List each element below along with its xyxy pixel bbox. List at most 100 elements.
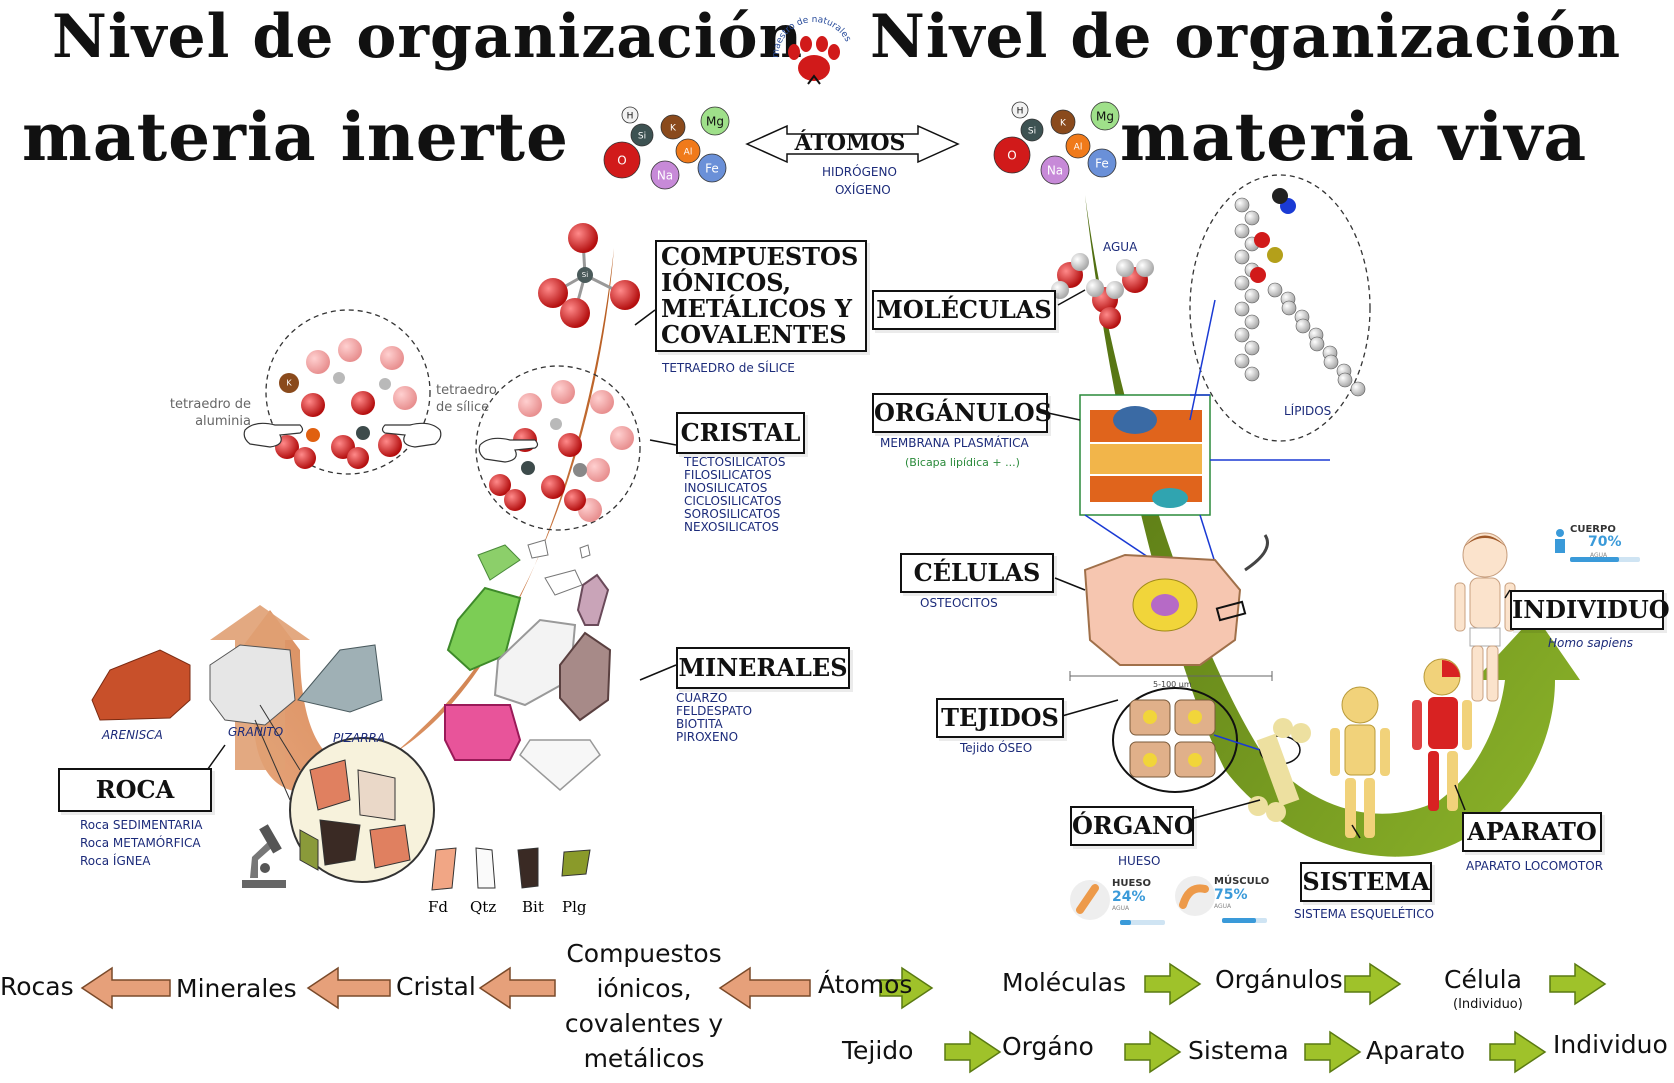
svg-text:K: K bbox=[286, 379, 292, 388]
compuestos-sub: TETRAEDRO de SÍLICE bbox=[662, 361, 795, 375]
water-stat-name: HUESO bbox=[1112, 878, 1152, 889]
cristal-sub-item: FILOSILICATOS bbox=[684, 468, 772, 482]
roca-box: ROCA bbox=[58, 768, 212, 812]
shape-bit bbox=[517, 847, 539, 889]
atom-symbol: O bbox=[617, 154, 626, 168]
lipid-atom bbox=[1350, 381, 1366, 397]
muscle-water-icon bbox=[1175, 876, 1267, 923]
cristal-sub-list: TECTOSILICATOS FILOSILICATOS INOSILICATO… bbox=[684, 456, 786, 534]
microscope-icon bbox=[242, 824, 286, 888]
flow-compuestos-line: iónicos, bbox=[596, 974, 692, 1003]
atom-symbol: Al bbox=[684, 148, 693, 158]
agua-label: AGUA bbox=[1103, 240, 1138, 254]
compuestos-label: COMPUESTOS IÓNICOS, METÁLICOS Y COVALENT… bbox=[661, 242, 859, 349]
aparato-sub: APARATO LOCOMOTOR bbox=[1466, 859, 1604, 873]
boy-figure bbox=[1454, 532, 1516, 702]
living-arrow bbox=[1085, 195, 1580, 857]
water-stat-value: 24% bbox=[1112, 889, 1146, 905]
atom-na: Na bbox=[650, 160, 680, 190]
atom-o: O bbox=[603, 141, 641, 179]
atomos-sub-oxigeno: OXÍGENO bbox=[835, 183, 891, 197]
flow-atomos: Átomos bbox=[818, 970, 913, 999]
cristal-sub-item: INOSILICATOS bbox=[684, 481, 768, 495]
flow-compuestos-line: covalentes y bbox=[564, 1009, 724, 1038]
organulos-sub2: (Bicapa lipídica + ...) bbox=[905, 456, 1020, 469]
flow-compuestos-line: metálicos bbox=[583, 1044, 705, 1073]
roca-sub-item: Roca ÍGNEA bbox=[80, 854, 151, 868]
organo-sub: HUESO bbox=[1118, 854, 1161, 868]
celulas-sub: OSTEOCITOS bbox=[920, 596, 998, 610]
shape-plg bbox=[561, 849, 591, 877]
bottom-arrows-inert bbox=[80, 966, 811, 1010]
water-stat-value: 75% bbox=[1214, 887, 1248, 903]
atom-al: Al bbox=[1065, 133, 1091, 159]
atom-k: K bbox=[660, 114, 686, 140]
lipid-atom bbox=[1244, 314, 1260, 330]
lipid-atom bbox=[1234, 275, 1250, 291]
minerales-sub-list: CUARZO FELDESPATO BIOTITA PIROXENO bbox=[676, 692, 752, 744]
cristal-sub-item: SOROSILICATOS bbox=[684, 507, 781, 521]
lipid-atom bbox=[1234, 327, 1250, 343]
lipid-atom bbox=[1295, 318, 1311, 334]
atom-symbol: H bbox=[627, 112, 634, 122]
lipid-atom bbox=[1234, 223, 1250, 239]
rock-arenisca bbox=[91, 649, 191, 721]
atom-symbol: Si bbox=[638, 132, 646, 142]
flow-sistema: Sistema bbox=[1188, 1036, 1289, 1065]
lipid-head-atom bbox=[1254, 232, 1270, 248]
svg-text:Si: Si bbox=[582, 271, 588, 279]
sistema-sub: SISTEMA ESQUELÉTICO bbox=[1294, 907, 1435, 921]
lipid-head-atom bbox=[1250, 267, 1266, 283]
lipid-atom bbox=[1267, 282, 1283, 298]
lipid-atom bbox=[1234, 249, 1250, 265]
title-right-line2: materia viva bbox=[1120, 98, 1588, 176]
title-left-line2: materia inerte bbox=[22, 98, 569, 176]
tetra-alumina-label: tetraedro de aluminia bbox=[169, 397, 251, 429]
flow-compuestos-line: Compuestos bbox=[566, 939, 722, 968]
flow-organo: Orgáno bbox=[1002, 1032, 1094, 1061]
paw-logo: maestro de naturales bbox=[771, 15, 853, 85]
flow-tejido: Tejido bbox=[842, 1036, 914, 1065]
water-stat-name: CUERPO bbox=[1570, 524, 1616, 535]
mineral-abbr-plg: Plg bbox=[562, 898, 587, 916]
hand-right-icon bbox=[381, 422, 442, 448]
tejidos-sub: Tejido ÓSEO bbox=[960, 741, 1033, 755]
lipid-atom bbox=[1323, 354, 1339, 370]
minerales-sub-item: CUARZO bbox=[676, 691, 728, 705]
crystal-ring bbox=[475, 365, 641, 531]
cristal-sub-item: CICLOSILICATOS bbox=[684, 494, 782, 508]
moleculas-box: MOLÉCULAS bbox=[872, 290, 1056, 330]
rock-pizarra bbox=[297, 644, 383, 713]
lipid-atom bbox=[1234, 301, 1250, 317]
cristal-sub-item: NEXOSILICATOS bbox=[684, 520, 779, 534]
celulas-box: CÉLULAS bbox=[900, 553, 1054, 593]
flow-compuestos: Compuestos iónicos, covalentes y metálic… bbox=[555, 936, 733, 1076]
flow-celula-note: (Individuo) bbox=[1453, 997, 1523, 1012]
flow-cristal: Cristal bbox=[396, 972, 476, 1001]
atom-si: Si bbox=[630, 123, 654, 147]
lipid-chain bbox=[1234, 188, 1366, 397]
rock-granito bbox=[209, 644, 296, 726]
flow-celula: Célula bbox=[1444, 965, 1522, 994]
minerales-box: MINERALES bbox=[676, 647, 850, 689]
lipid-atom bbox=[1337, 372, 1353, 388]
water-stat-hueso: HUESO 24% AGUA bbox=[1112, 878, 1151, 912]
minerales-sub-item: BIOTITA bbox=[676, 717, 723, 731]
atom-fe: Fe bbox=[697, 153, 727, 183]
atom-symbol: H bbox=[1017, 107, 1024, 117]
water-stat-unit: AGUA bbox=[1214, 903, 1232, 910]
water-stat-name: MÚSCULO bbox=[1214, 876, 1270, 887]
water-stat-value: 70% bbox=[1588, 534, 1622, 550]
cristal-sub-item: TECTOSILICATOS bbox=[684, 455, 786, 469]
body-water-icon bbox=[1555, 529, 1640, 562]
lipid-head-atom bbox=[1272, 188, 1288, 204]
mineral-abbr-fd: Fd bbox=[428, 898, 449, 916]
lipid-atom bbox=[1244, 288, 1260, 304]
minerales-sub-item: FELDESPATO bbox=[676, 704, 753, 718]
atom-mg: Mg bbox=[1090, 101, 1120, 131]
bone-water-icon bbox=[1070, 880, 1165, 925]
atomos-sub-hidrogeno: HIDRÓGENO bbox=[822, 165, 897, 179]
aparato-box: APARATO bbox=[1462, 812, 1602, 852]
atom-symbol: K bbox=[1060, 119, 1067, 129]
